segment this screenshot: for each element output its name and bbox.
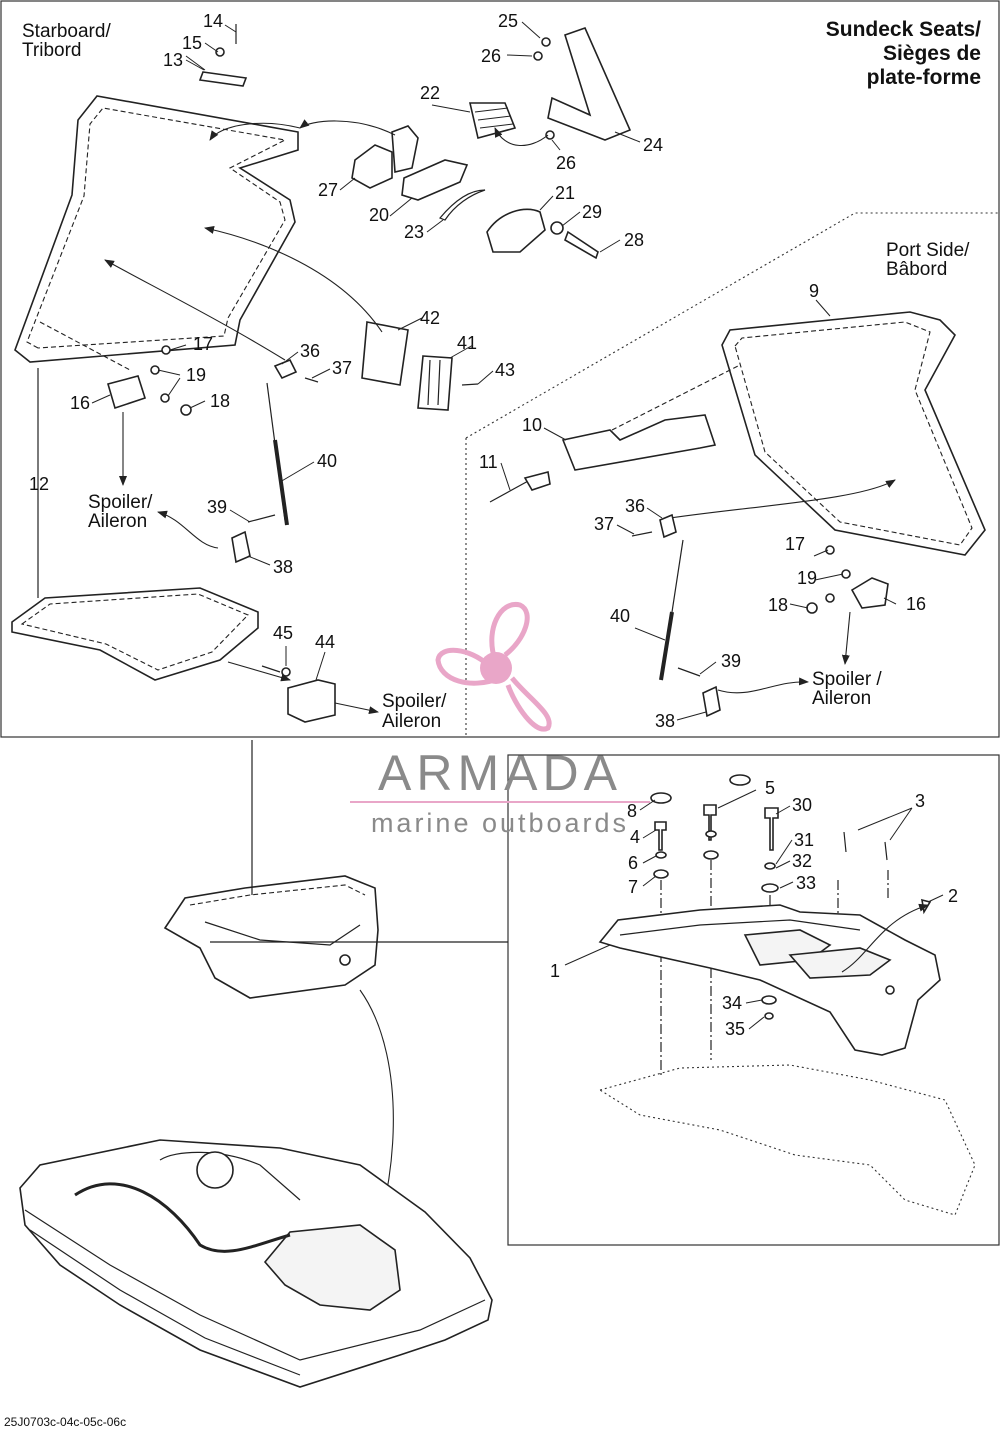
inset-frame bbox=[507, 754, 1000, 1246]
seat-cushion-starboard bbox=[11, 587, 259, 681]
part-number-25: 25 bbox=[498, 11, 518, 31]
part-number-38-starboard: 38 bbox=[273, 557, 293, 577]
spoiler-callout-mid: Spoiler/ bbox=[382, 691, 447, 712]
seat-strap bbox=[533, 27, 632, 141]
part-number-15: 15 bbox=[182, 33, 202, 53]
part-number-labels: 1 2 3 4 5 6 7 8 9 10 11 12 13 14 15 16 1… bbox=[29, 11, 958, 1039]
part-number-33: 33 bbox=[796, 873, 816, 893]
propeller-logo bbox=[435, 602, 552, 732]
seat-cushion-outline bbox=[598, 1064, 976, 1216]
part-number-3: 3 bbox=[915, 791, 925, 811]
part-number-22: 22 bbox=[420, 83, 440, 103]
leader-lines bbox=[91, 55, 944, 1030]
spoiler-callout-right-fr: Aileron bbox=[812, 688, 871, 709]
drawing-code: 25J0703c-04c-05c-06c bbox=[4, 1415, 126, 1429]
port-side-boundary bbox=[465, 212, 999, 439]
part-number-37-starboard: 37 bbox=[332, 358, 352, 378]
title-line-1: Sundeck Seats/ bbox=[826, 18, 981, 41]
diagram-title: Sundeck Seats/ Sièges de plate-forme bbox=[826, 18, 981, 89]
part-number-19-port: 19 bbox=[797, 568, 817, 588]
part-number-18-starboard: 18 bbox=[210, 391, 230, 411]
starboard-label-fr: Tribord bbox=[22, 40, 81, 61]
spoiler-callout-mid-fr: Aileron bbox=[382, 711, 441, 732]
part-number-40-port: 40 bbox=[610, 606, 630, 626]
part-number-23: 23 bbox=[404, 222, 424, 242]
armada-watermark: ARMADA marine outboards bbox=[350, 602, 650, 838]
part-number-14: 14 bbox=[203, 11, 223, 31]
part-number-2: 2 bbox=[948, 886, 958, 906]
gas-spring-port bbox=[659, 539, 721, 718]
part-number-17-port: 17 bbox=[785, 534, 805, 554]
title-line-2: Sièges de bbox=[883, 42, 981, 65]
part-number-36-starboard: 36 bbox=[300, 341, 320, 361]
part-number-7: 7 bbox=[628, 877, 638, 897]
watermark-brand: ARMADA bbox=[378, 745, 622, 801]
part-number-42: 42 bbox=[420, 308, 440, 328]
part-number-31: 31 bbox=[794, 830, 814, 850]
part-number-6: 6 bbox=[628, 853, 638, 873]
spoiler-callout-left: Spoiler/ bbox=[88, 492, 153, 513]
part-number-20: 20 bbox=[369, 205, 389, 225]
part-number-34: 34 bbox=[722, 993, 742, 1013]
part-number-16-starboard: 16 bbox=[70, 393, 90, 413]
part-number-27: 27 bbox=[318, 180, 338, 200]
upper-frame bbox=[0, 0, 1000, 738]
part-number-40-starboard: 40 bbox=[317, 451, 337, 471]
port-bracket-10 bbox=[561, 414, 717, 471]
watermark-tagline: marine outboards bbox=[371, 808, 629, 838]
part-number-35: 35 bbox=[725, 1019, 745, 1039]
spoiler-callout-left-fr: Aileron bbox=[88, 511, 147, 532]
spoiler-bracket bbox=[261, 665, 336, 723]
port-backrest bbox=[721, 311, 986, 556]
port-side-label-fr: Bâbord bbox=[886, 259, 947, 280]
part-number-38-port: 38 bbox=[655, 711, 675, 731]
part-number-26-bottom: 26 bbox=[556, 153, 576, 173]
part-number-10: 10 bbox=[522, 415, 542, 435]
part-number-29: 29 bbox=[582, 202, 602, 222]
part-number-36-port: 36 bbox=[625, 496, 645, 516]
part-number-24: 24 bbox=[643, 135, 663, 155]
part-number-19-starboard: 19 bbox=[186, 365, 206, 385]
part-number-4: 4 bbox=[630, 827, 640, 847]
part-number-26-top: 26 bbox=[481, 46, 501, 66]
part-number-17-starboard: 17 bbox=[193, 334, 213, 354]
part-number-41: 41 bbox=[457, 333, 477, 353]
seat-tray bbox=[598, 904, 941, 1056]
part-number-44: 44 bbox=[315, 632, 335, 652]
part-number-39-starboard: 39 bbox=[207, 497, 227, 517]
port-hinge bbox=[631, 513, 889, 614]
hinge-plates bbox=[361, 321, 479, 411]
gas-spring-starboard bbox=[231, 382, 289, 564]
part-number-28: 28 bbox=[624, 230, 644, 250]
part-number-32: 32 bbox=[792, 851, 812, 871]
part-number-11: 11 bbox=[479, 452, 498, 472]
spoiler-callout-right: Spoiler / bbox=[812, 669, 882, 690]
part-number-12: 12 bbox=[29, 474, 49, 494]
part-number-13: 13 bbox=[163, 50, 183, 70]
part-number-18-port: 18 bbox=[768, 595, 788, 615]
part-number-43: 43 bbox=[495, 360, 515, 380]
part-number-1: 1 bbox=[550, 961, 560, 981]
starboard-label: Starboard/ bbox=[22, 21, 111, 42]
part-number-16-port: 16 bbox=[906, 594, 926, 614]
starboard-backrest bbox=[14, 95, 299, 363]
boat-hull bbox=[19, 1139, 493, 1388]
part-number-5: 5 bbox=[765, 778, 775, 798]
part-number-8: 8 bbox=[627, 801, 637, 821]
hinge-plate-13 bbox=[198, 24, 248, 87]
title-line-3: plate-forme bbox=[867, 66, 981, 89]
part-number-37-port: 37 bbox=[594, 514, 614, 534]
port-side-label: Port Side/ bbox=[886, 240, 970, 261]
part-number-39-port: 39 bbox=[721, 651, 741, 671]
part-number-30: 30 bbox=[792, 795, 812, 815]
latch-assembly bbox=[351, 102, 599, 260]
part-number-21: 21 bbox=[555, 183, 575, 203]
part-number-45: 45 bbox=[273, 623, 293, 643]
rivet-11 bbox=[489, 471, 551, 503]
seat-base-assembly bbox=[163, 875, 379, 999]
part-number-9: 9 bbox=[809, 281, 819, 301]
